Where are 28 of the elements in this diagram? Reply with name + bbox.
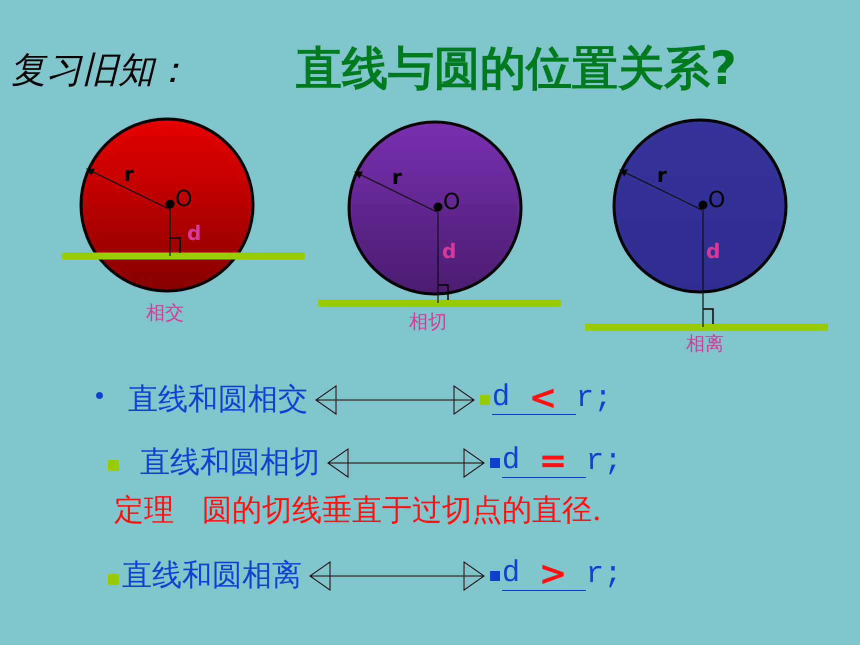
double-arrow [328,448,484,478]
radius-label: r [657,164,667,186]
center-label: O [708,190,726,212]
variable-text: d [502,445,520,478]
distance-label: d [187,222,202,244]
statement-text: 直线和圆相离 [122,558,302,594]
center-label: O [175,189,192,211]
node-label: 相交 [146,301,184,326]
distance-label: d [706,240,720,262]
variable-text: r; [576,383,612,415]
radius-label: r [392,166,402,188]
subtitle-text: 复习旧知： [10,49,190,93]
double-arrow [316,386,474,414]
distance-label: d [442,240,456,262]
theorem-text: 圆的切线垂直于过切点的直径. [202,492,602,530]
theorem-label: 定理 [114,492,174,530]
center-label: O [443,192,460,214]
node-label: 相切 [409,310,447,335]
radius-label: r [124,163,134,185]
double-arrow [310,562,484,590]
variable-text: r; [586,446,622,478]
variable-text: r; [586,559,622,591]
statement-text: 直线和圆相交 [128,382,308,418]
statement-text: 直线和圆相切 [140,445,320,481]
title: 直线与圆的位置关系? [296,40,737,97]
variable-text: d [492,382,510,415]
node-label: 相离 [686,332,724,357]
variable-text: d [502,558,520,591]
